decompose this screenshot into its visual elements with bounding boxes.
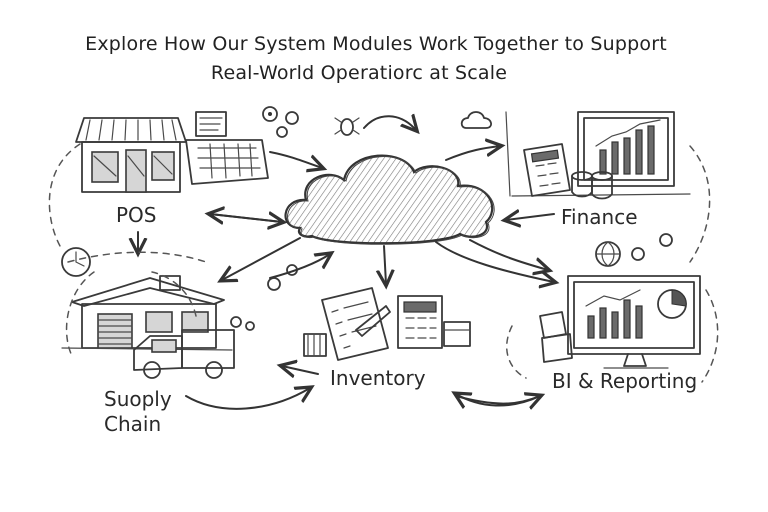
connection-arrows (138, 116, 554, 409)
calculator-icon (398, 296, 442, 348)
calculator-icon (524, 144, 570, 196)
small-cloud-icon (462, 112, 491, 128)
truck-icon (134, 330, 234, 378)
module-label-inventory: Inventory (330, 366, 426, 390)
cash-register-icon (186, 112, 268, 184)
storefront-icon (76, 118, 186, 192)
module-label-pos: POS (116, 203, 157, 227)
globe-icon (596, 242, 620, 266)
module-label-supply-chain-line2: Chain (104, 412, 161, 436)
module-label-finance: Finance (561, 205, 638, 229)
dashboard-monitor-icon (568, 276, 700, 368)
clock-icon (62, 248, 90, 276)
module-label-bi-reporting: BI & Reporting (552, 369, 697, 393)
cloud-icon (286, 156, 495, 245)
clipboard-icon (322, 288, 390, 360)
bug-icon (335, 118, 359, 135)
module-label-supply-chain-line1: Suoply (104, 387, 172, 411)
